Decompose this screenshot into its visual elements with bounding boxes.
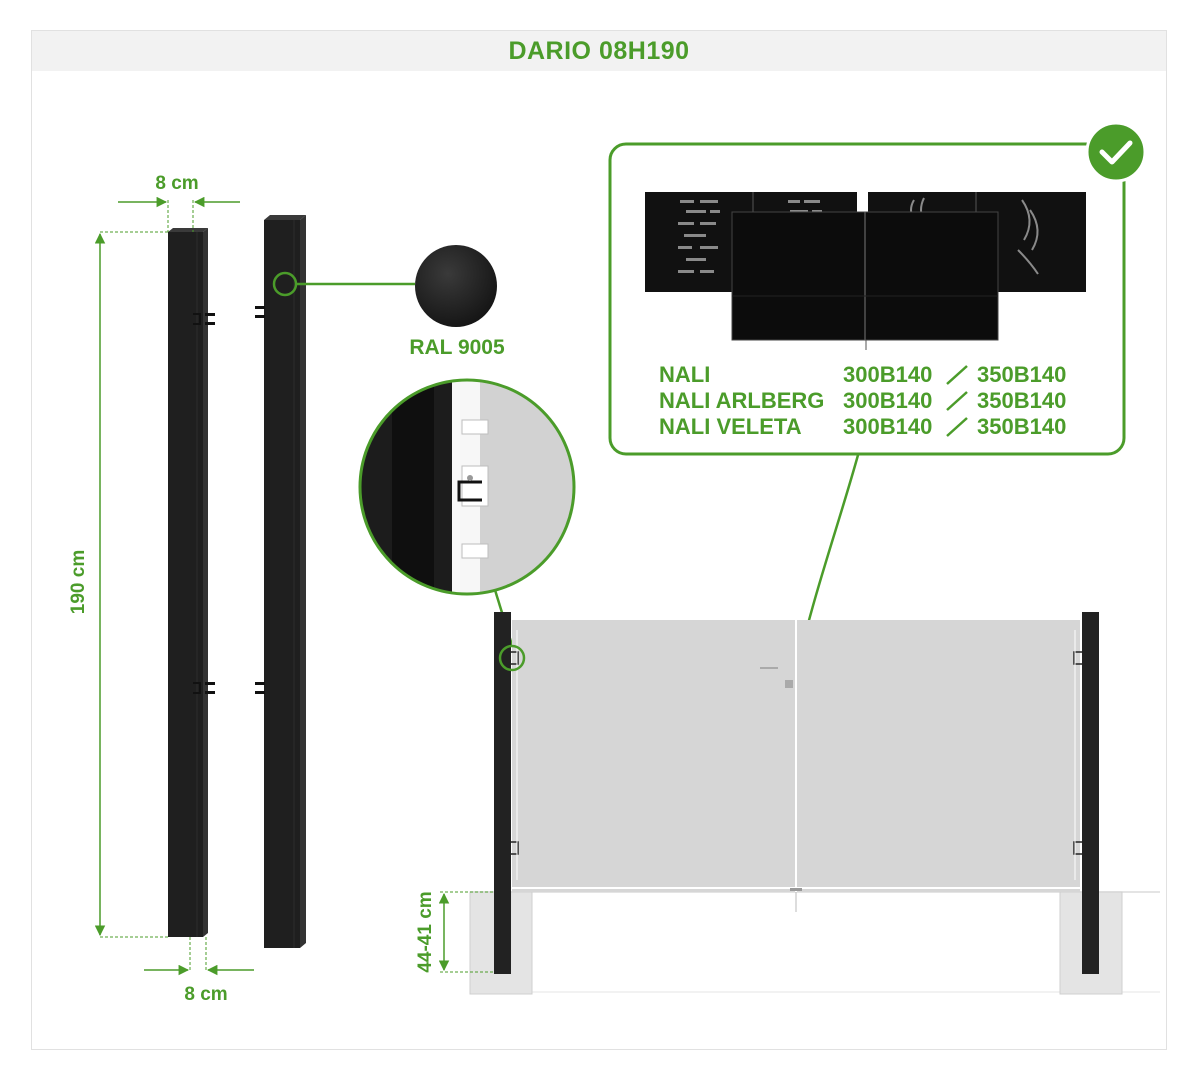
- post-front: [168, 228, 215, 937]
- height-label: 190 cm: [68, 550, 89, 614]
- check-icon: [1085, 121, 1147, 183]
- color-label: RAL 9005: [409, 336, 505, 359]
- compatibility-panel: NALI 300B140 350B140 NALI ARLBERG 300B14…: [608, 121, 1147, 666]
- gate-leaf-left: [512, 620, 795, 892]
- model-size-arlberg-b: 350B140: [977, 388, 1066, 413]
- title-bar: [32, 31, 1166, 71]
- page-title: DARIO 08H190: [508, 37, 690, 65]
- gate-leaf-right: [797, 620, 1080, 892]
- gate-post-right: [1082, 612, 1099, 974]
- gate-post-left: [494, 612, 511, 974]
- width-label-bottom: 8 cm: [184, 984, 227, 1005]
- model-size-arlberg-a: 300B140: [843, 388, 932, 413]
- dimension-width-top: 8 cm: [118, 173, 240, 232]
- post-side: [255, 215, 306, 948]
- width-label-top: 8 cm: [155, 173, 198, 194]
- zoom-marker: [498, 644, 526, 672]
- dimension-height: 190 cm: [68, 231, 168, 938]
- model-size-veleta-b: 350B140: [977, 414, 1066, 439]
- gate-installation: [469, 612, 1160, 995]
- gate-models-image: [645, 192, 1086, 350]
- model-size-veleta-a: 300B140: [843, 414, 932, 439]
- color-swatch: [415, 245, 497, 327]
- dimension-width-bottom: 8 cm: [144, 937, 254, 1005]
- model-name-nali: NALI: [659, 362, 710, 387]
- hinge-bracket-lower: [193, 682, 215, 694]
- model-size-nali-a: 300B140: [843, 362, 932, 387]
- model-name-nali-arlberg: NALI ARLBERG: [659, 388, 824, 413]
- hinge-zoom-detail: [358, 378, 576, 646]
- foundation-depth-label: 44-41 cm: [415, 891, 436, 972]
- model-name-nali-veleta: NALI VELETA: [659, 414, 802, 439]
- dimension-foundation: 44-41 cm: [415, 891, 494, 973]
- size-separators: [946, 365, 968, 437]
- color-callout: RAL 9005: [272, 245, 505, 359]
- model-size-nali-b: 350B140: [977, 362, 1066, 387]
- hinge-bracket-upper: [193, 313, 215, 325]
